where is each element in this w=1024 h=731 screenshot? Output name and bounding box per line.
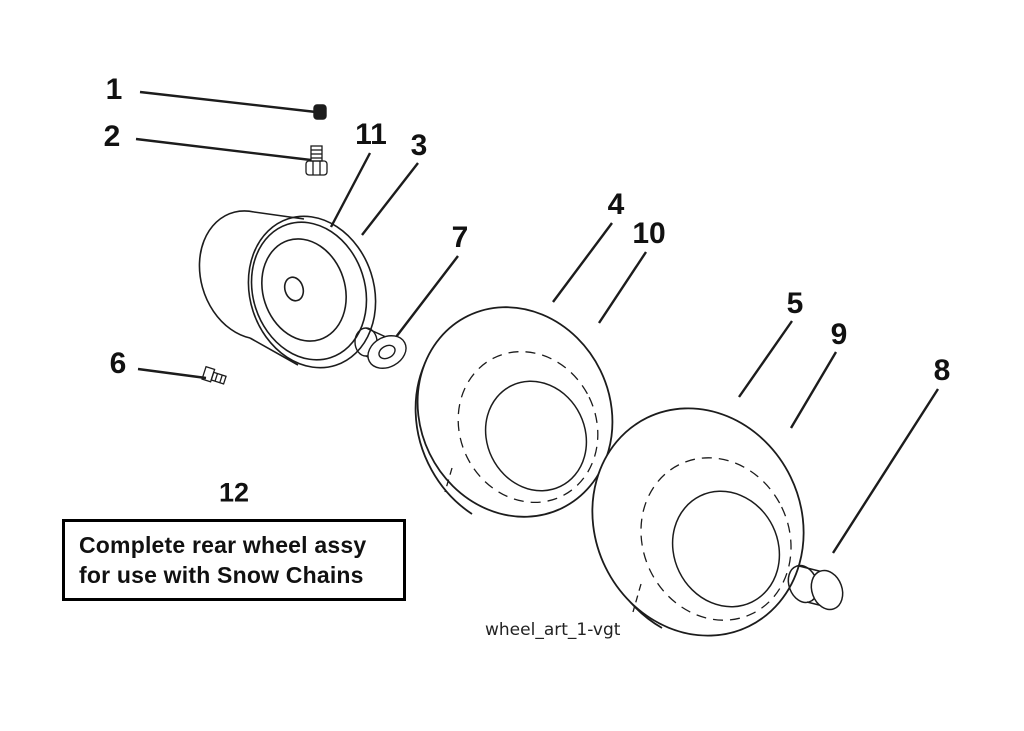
callout-part-3: 3 bbox=[410, 129, 428, 162]
rim-bottom-edge bbox=[249, 337, 299, 366]
leader-line-part-11 bbox=[329, 152, 372, 228]
tire-rear-shoulder-dashed bbox=[640, 457, 792, 621]
leader-line-part-9 bbox=[789, 351, 838, 429]
rim-outer-ring bbox=[247, 215, 377, 369]
callout-part-2: 2 bbox=[103, 120, 121, 153]
leader-line-part-10 bbox=[597, 251, 648, 324]
bolt-shaft-line bbox=[214, 373, 219, 382]
valve-cap-body bbox=[313, 104, 327, 120]
leader-line-part-5 bbox=[738, 320, 793, 398]
valve-stem-nut bbox=[305, 160, 328, 176]
leader-line-part-4 bbox=[552, 222, 613, 303]
leader-line-part-8 bbox=[831, 388, 940, 554]
tire-rear-seam-dash bbox=[632, 583, 642, 613]
rim-dish bbox=[261, 238, 347, 342]
callout-part-4: 4 bbox=[607, 188, 625, 221]
callout-part-9: 9 bbox=[830, 318, 848, 351]
tire-rear-bead-hole bbox=[671, 490, 781, 608]
wheel-rim bbox=[198, 210, 377, 369]
flanged-bushing bbox=[354, 327, 407, 369]
rim-hub-hole bbox=[283, 276, 305, 302]
note-box: Complete rear wheel assy for use with Sn… bbox=[62, 519, 406, 601]
note-box-line-2: for use with Snow Chains bbox=[79, 562, 364, 588]
hub-cap bbox=[787, 564, 844, 611]
rim-bead-ring bbox=[250, 221, 368, 361]
tire-rear-sidewall bbox=[591, 407, 805, 637]
leader-lines bbox=[135, 90, 940, 554]
leader-line-part-3 bbox=[361, 162, 419, 236]
callout-part-5: 5 bbox=[786, 287, 804, 320]
tire-rear bbox=[591, 407, 805, 637]
bushing-sleeve-top bbox=[365, 327, 387, 338]
callout-part-12: 12 bbox=[218, 477, 250, 508]
leader-line-part-6 bbox=[137, 367, 207, 380]
leader-line-part-1 bbox=[139, 90, 317, 114]
artwork-filename-watermark: wheel_art_1-vgt bbox=[485, 620, 621, 640]
rim-top-edge bbox=[253, 211, 305, 220]
leader-line-part-7 bbox=[395, 255, 459, 338]
callout-part-6: 6 bbox=[109, 347, 127, 380]
tire-front-seam-dash bbox=[444, 467, 453, 493]
callout-part-11: 11 bbox=[355, 118, 387, 151]
leader-line-part-2 bbox=[135, 137, 312, 162]
rim-back-lip bbox=[198, 210, 255, 339]
callout-part-1: 1 bbox=[105, 73, 123, 106]
bolt-shaft bbox=[210, 371, 227, 385]
bushing-bore bbox=[378, 344, 396, 360]
valve-cap bbox=[313, 104, 327, 120]
callout-part-7: 7 bbox=[451, 221, 469, 254]
tire-front bbox=[414, 306, 614, 518]
tire-front-sidewall bbox=[416, 306, 614, 518]
callout-part-10: 10 bbox=[632, 217, 666, 250]
hub-cap-face bbox=[810, 569, 844, 611]
bolt-fitting bbox=[201, 365, 227, 385]
tire-front-shoulder-dashed bbox=[457, 350, 599, 504]
tire-front-bead-hole bbox=[484, 380, 588, 492]
bushing-flange bbox=[367, 335, 407, 369]
callout-part-8: 8 bbox=[933, 354, 951, 387]
valve-stem bbox=[305, 145, 328, 176]
bolt-shaft-line bbox=[219, 374, 223, 383]
note-box-line-1: Complete rear wheel assy bbox=[79, 531, 367, 558]
